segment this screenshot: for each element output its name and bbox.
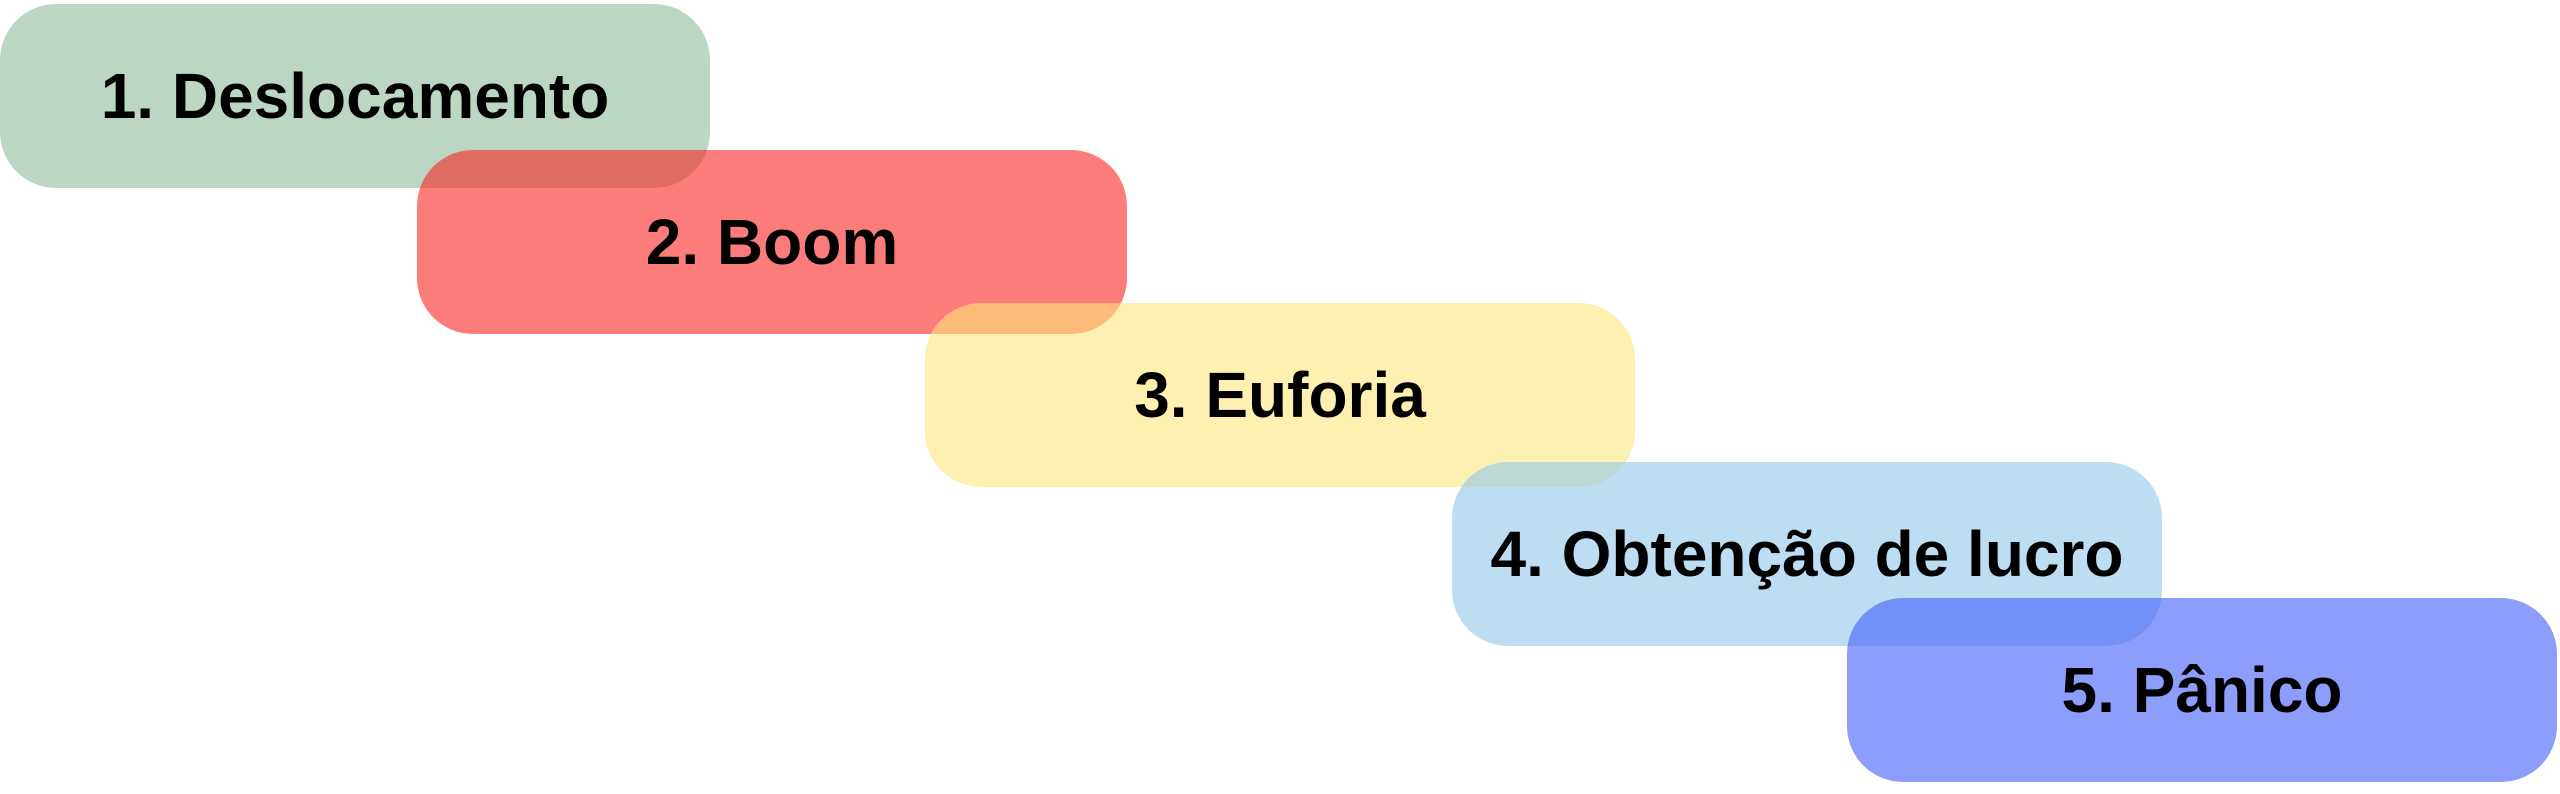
stage-label-boom: 2. Boom <box>645 206 899 278</box>
stage-box-deslocamento: 1. Deslocamento <box>0 4 710 188</box>
stage-label-panico: 5. Pânico <box>2061 654 2343 726</box>
stage-box-euforia: 3. Euforia <box>925 303 1635 487</box>
stage-label-obtencao-de-lucro: 4. Obtenção de lucro <box>1490 518 2124 590</box>
stage-label-euforia: 3. Euforia <box>1134 359 1426 431</box>
stage-label-deslocamento: 1. Deslocamento <box>100 60 610 132</box>
stage-box-panico: 5. Pânico <box>1847 598 2557 782</box>
